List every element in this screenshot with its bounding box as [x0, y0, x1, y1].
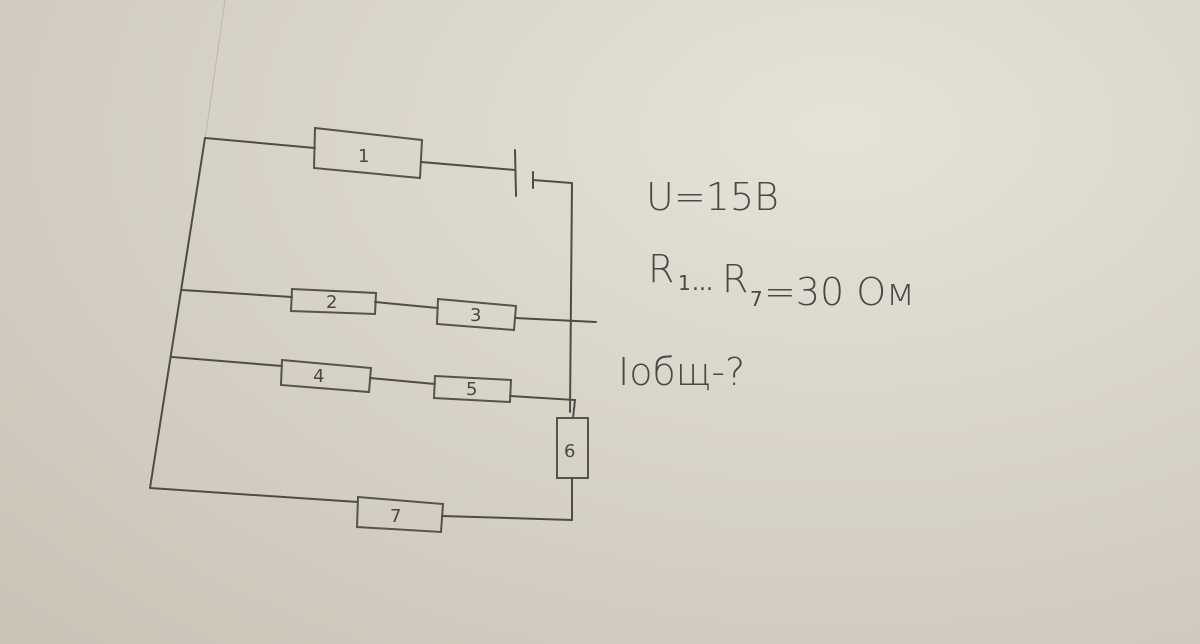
resistor-4-label: 4 — [313, 366, 324, 387]
r-subscript-1: 1 — [678, 271, 691, 295]
wire — [149, 137, 206, 489]
resistor-1 — [312, 126, 424, 180]
r-subscript-7: 7 — [750, 287, 763, 311]
resistance-value: =30 Ом — [764, 270, 915, 314]
resistor-7-label: 7 — [390, 506, 401, 527]
voltage-note: U=15B — [646, 175, 779, 219]
resistor-2-label: 2 — [326, 292, 337, 313]
resistor-4 — [279, 358, 373, 394]
paper-crease — [204, 0, 226, 141]
resistor-1-label: 1 — [358, 146, 369, 167]
wire — [149, 487, 359, 503]
wire — [532, 179, 574, 413]
wire — [204, 137, 316, 149]
r-symbol: R — [648, 247, 674, 291]
battery-icon — [514, 149, 534, 197]
resistor-5 — [432, 374, 513, 404]
resistor-6-label: 6 — [564, 441, 575, 462]
resistor-3 — [435, 297, 518, 332]
question-note: Iобщ-? — [618, 350, 745, 394]
wire — [514, 317, 597, 323]
resistor-5-label: 5 — [466, 379, 477, 400]
wire — [171, 356, 283, 367]
wire — [420, 161, 516, 171]
resistor-2 — [289, 287, 378, 316]
wire — [374, 301, 439, 309]
dots: ... — [692, 271, 713, 296]
resistance-note: R 1 ... R 7 =30 Ом — [648, 247, 915, 314]
wire — [369, 377, 436, 385]
resistor-7 — [355, 495, 445, 534]
wire — [181, 289, 293, 298]
r-symbol-2: R — [722, 257, 748, 301]
wire — [441, 515, 573, 521]
wire — [509, 395, 577, 419]
resistor-3-label: 3 — [470, 305, 481, 326]
